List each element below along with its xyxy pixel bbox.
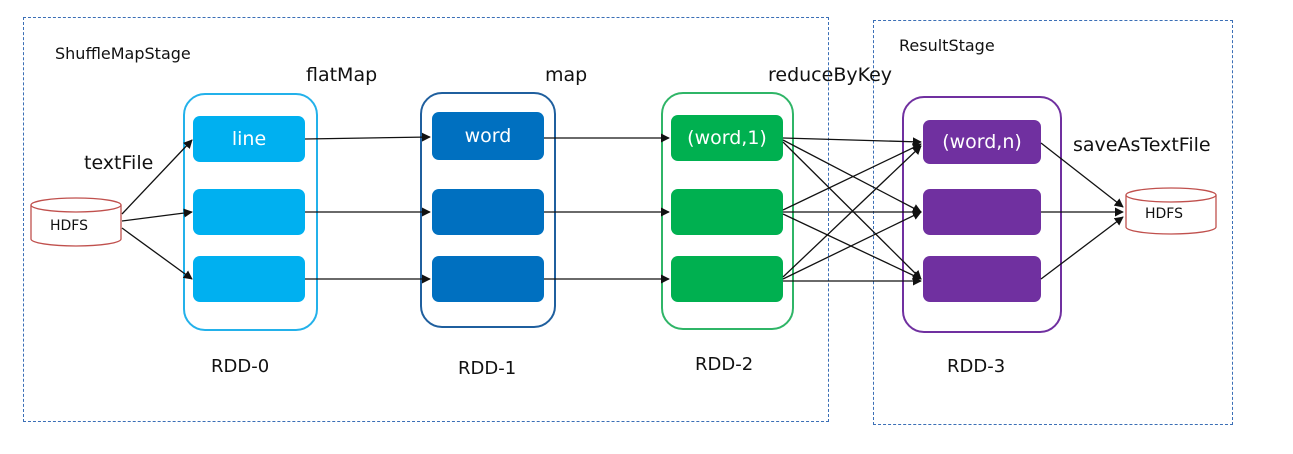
rdd-3-partition-3 bbox=[923, 256, 1041, 302]
rdd-3-label: RDD-3 bbox=[947, 356, 1006, 377]
flat-map-label: flatMap bbox=[306, 64, 378, 86]
rdd-0-partition-2 bbox=[193, 189, 305, 235]
arrow-hdfs-to-rdd0-p3 bbox=[121, 227, 193, 280]
arrow-rdd3-to-hdfs-p1 bbox=[1040, 142, 1124, 208]
hdfs-input-label: HDFS bbox=[50, 218, 89, 234]
arrow-shuffle-2-3 bbox=[782, 213, 922, 280]
rdd-1-partition-2 bbox=[432, 189, 544, 235]
rdd-1-partition-3 bbox=[432, 256, 544, 302]
arrow-shuffle-1-3 bbox=[782, 141, 922, 280]
rdd-2-partition-2 bbox=[671, 189, 783, 235]
rdd-2-partition-1: (word,1) bbox=[671, 115, 783, 161]
rdd-1-partition-1: word bbox=[432, 112, 544, 160]
arrow-hdfs-to-rdd0-p2 bbox=[121, 208, 193, 222]
result-stage-label: ResultStage bbox=[899, 36, 995, 55]
save-as-text-file-label: saveAsTextFile bbox=[1073, 134, 1211, 156]
rdd-1-label: RDD-1 bbox=[458, 358, 517, 379]
reduce-by-key-label: reduceByKey bbox=[768, 64, 893, 86]
arrow-rdd0-to-rdd1-p1 bbox=[304, 132, 431, 142]
hdfs-input: HDFS bbox=[28, 196, 124, 248]
rdd-2-partition-3 bbox=[671, 256, 783, 302]
hdfs-input-cylinder-icon bbox=[30, 197, 122, 247]
arrow-shuffle-3-1 bbox=[782, 145, 922, 278]
arrow-hdfs-to-rdd0-p1 bbox=[121, 139, 193, 215]
rdd-0-label: RDD-0 bbox=[211, 356, 270, 377]
arrow-shuffle-1-1 bbox=[782, 137, 922, 147]
rdd-3-partition-2 bbox=[923, 189, 1041, 235]
hdfs-output-label: HDFS bbox=[1145, 206, 1184, 222]
shuffle-map-stage-label: ShuffleMapStage bbox=[55, 44, 191, 63]
arrow-shuffle-1-2 bbox=[782, 139, 922, 213]
rdd-2-label: RDD-2 bbox=[695, 354, 754, 375]
text-file-label: textFile bbox=[84, 152, 154, 174]
arrow-shuffle-3-2 bbox=[782, 211, 922, 280]
map-label: map bbox=[545, 64, 588, 86]
rdd-0-partition-1: line bbox=[193, 116, 305, 162]
hdfs-output-cylinder-icon bbox=[1125, 187, 1217, 235]
rdd-3-partition-1: (word,n) bbox=[923, 120, 1041, 164]
hdfs-output: HDFS bbox=[1123, 186, 1219, 236]
shuffle-map-stage bbox=[23, 17, 829, 422]
arrow-rdd3-to-hdfs-p3 bbox=[1040, 216, 1124, 280]
arrow-shuffle-2-1 bbox=[782, 143, 922, 211]
rdd-0-partition-3 bbox=[193, 256, 305, 302]
result-stage bbox=[873, 20, 1233, 425]
